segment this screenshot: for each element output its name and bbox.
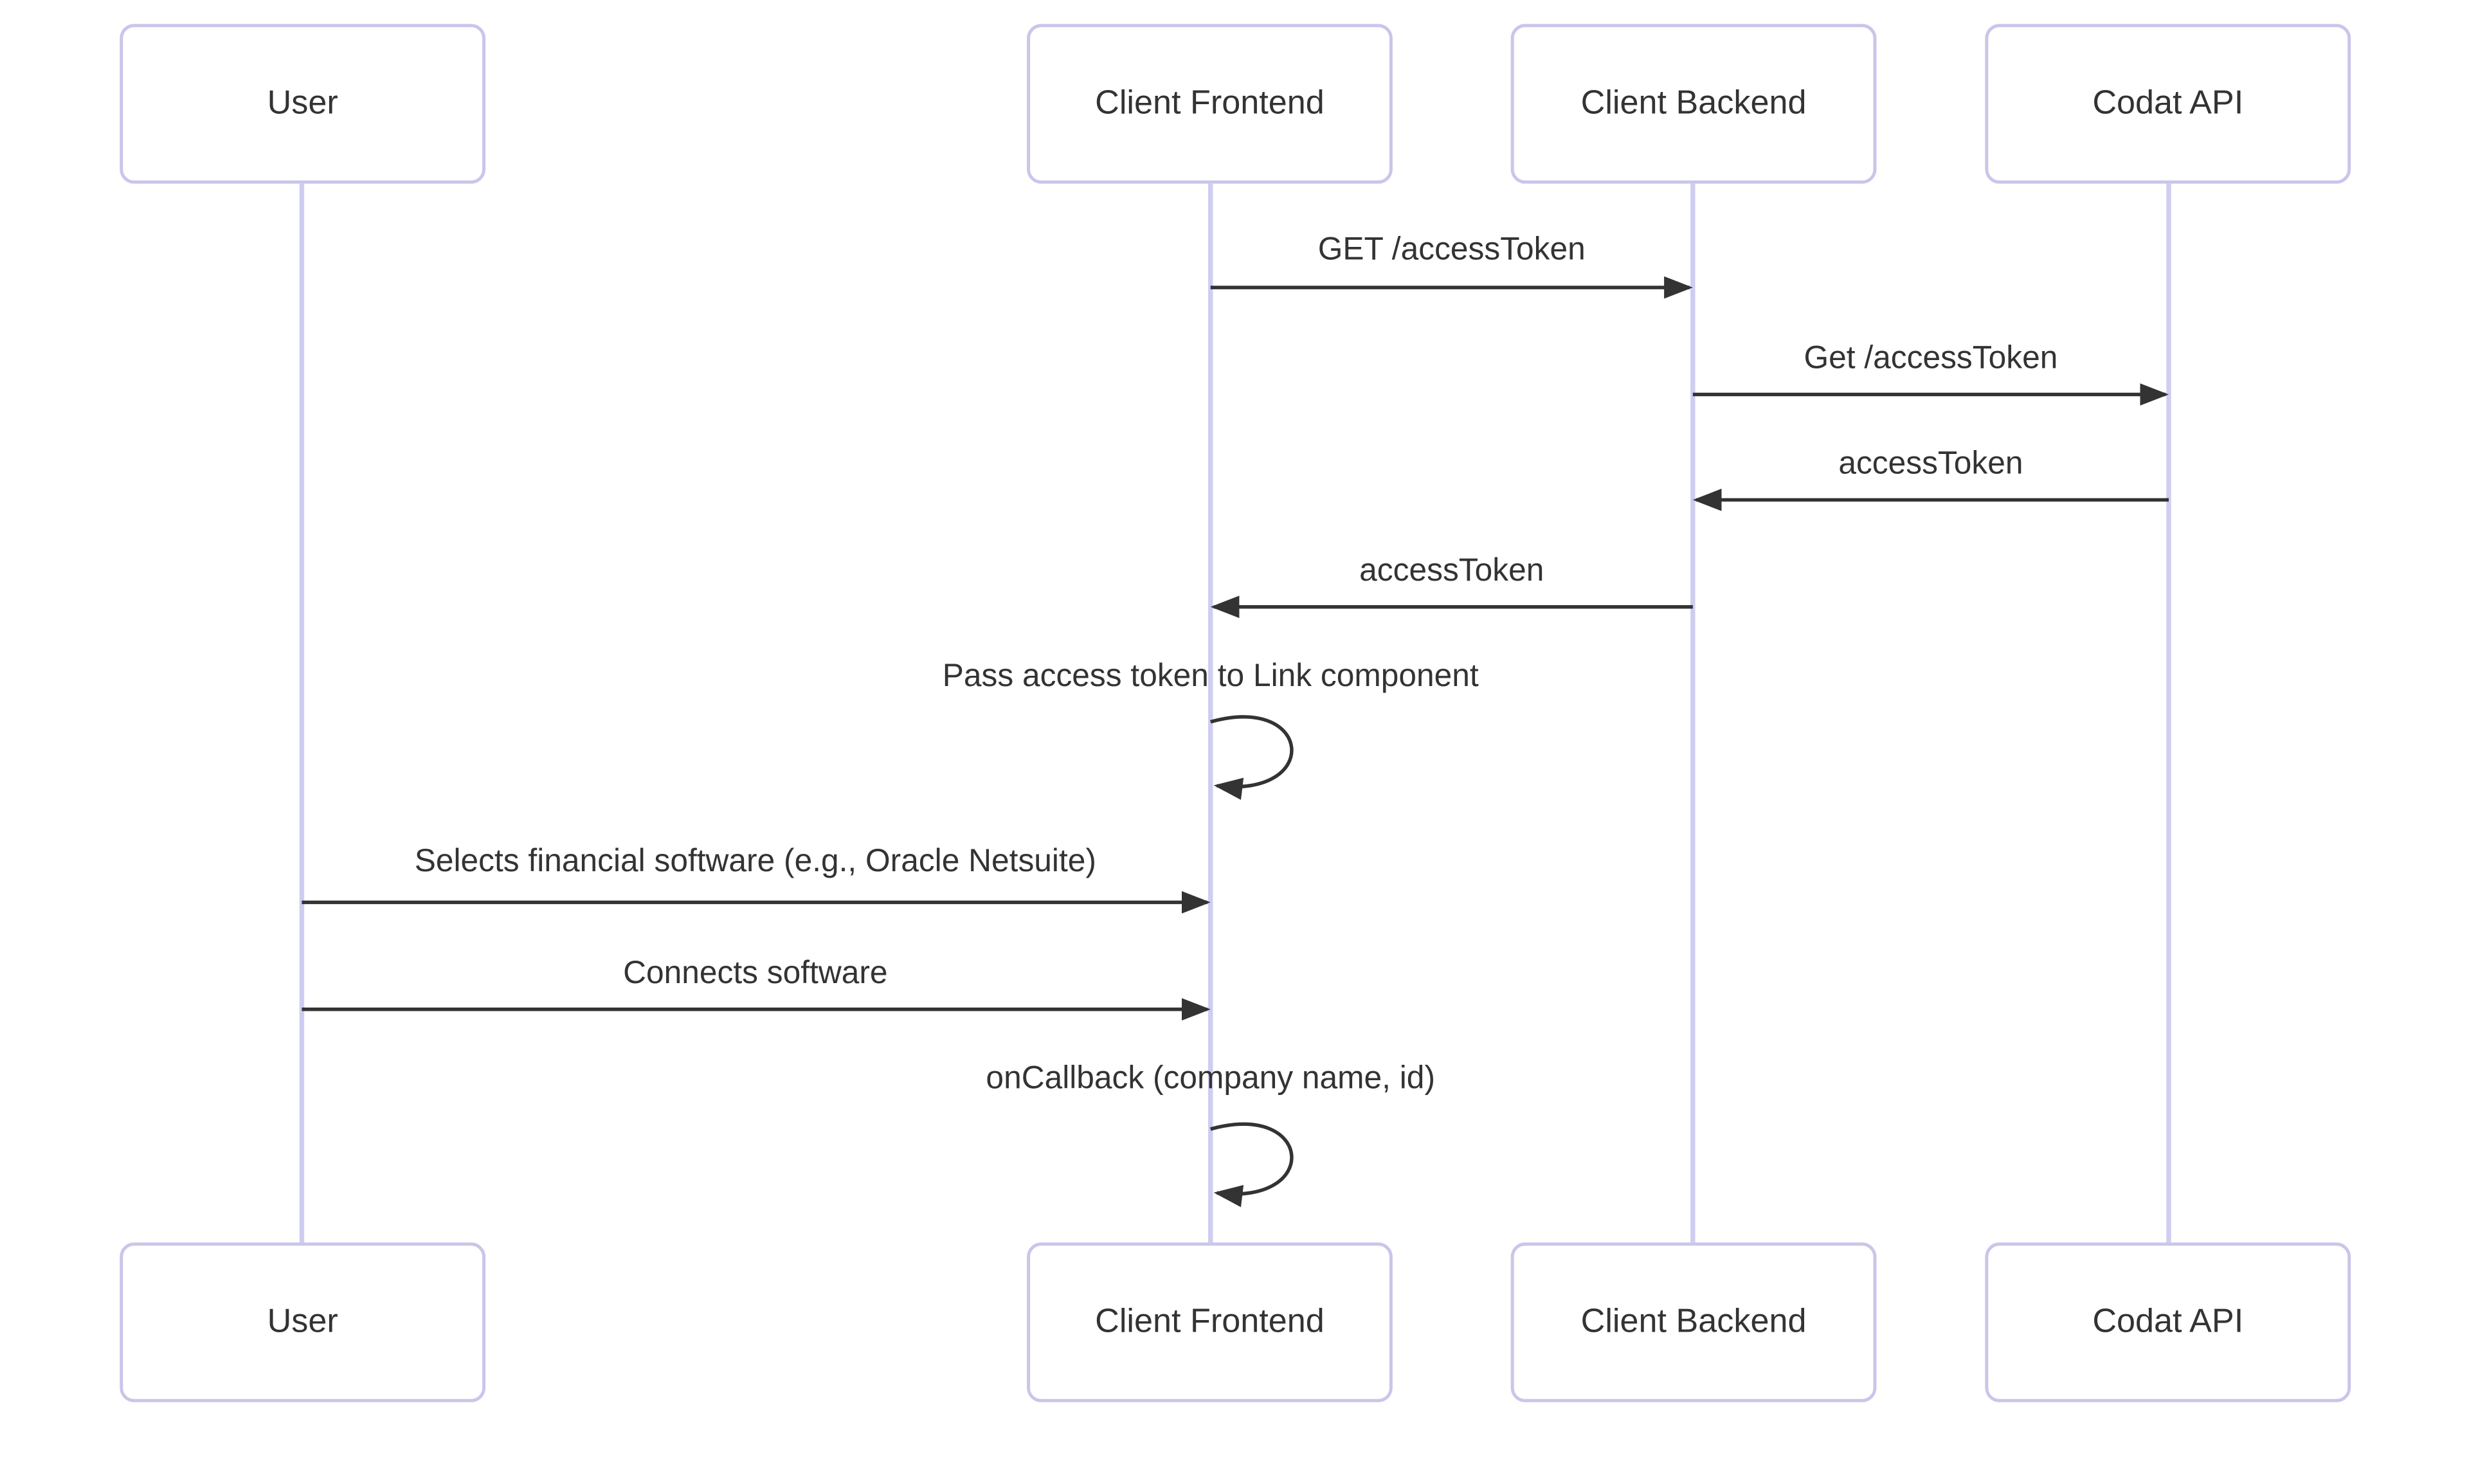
message-label-accesstoken-return-frontend: accessToken: [1359, 553, 1544, 589]
actor-codat-api-top: Codat API: [1985, 24, 2351, 184]
message-label-get-accesstoken: GET /accessToken: [1317, 232, 1586, 268]
actor-user-top: User: [120, 24, 486, 184]
actor-client-frontend-bottom: Client Frontend: [1027, 1242, 1393, 1402]
actor-user-bottom: User: [120, 1242, 486, 1402]
message-label-oncallback: onCallback (company name, id): [986, 1061, 1436, 1097]
message-label-pass-access-token: Pass access token to Link component: [942, 658, 1479, 694]
message-label-selects-software: Selects financial software (e.g., Oracle…: [414, 844, 1096, 880]
actor-codat-api-bottom: Codat API: [1985, 1242, 2351, 1402]
message-label-get-accesstoken-codat: Get /accessToken: [1804, 341, 2058, 376]
self-loop-pass-access-token: [1209, 715, 1294, 801]
message-label-accesstoken-return-backend: accessToken: [1838, 446, 2023, 482]
actor-client-frontend-top: Client Frontend: [1027, 24, 1393, 184]
actor-client-backend-bottom: Client Backend: [1510, 1242, 1877, 1402]
self-loop-oncallback: [1209, 1122, 1294, 1208]
actor-client-backend-top: Client Backend: [1510, 24, 1877, 184]
message-label-connects-software: Connects software: [623, 955, 888, 991]
